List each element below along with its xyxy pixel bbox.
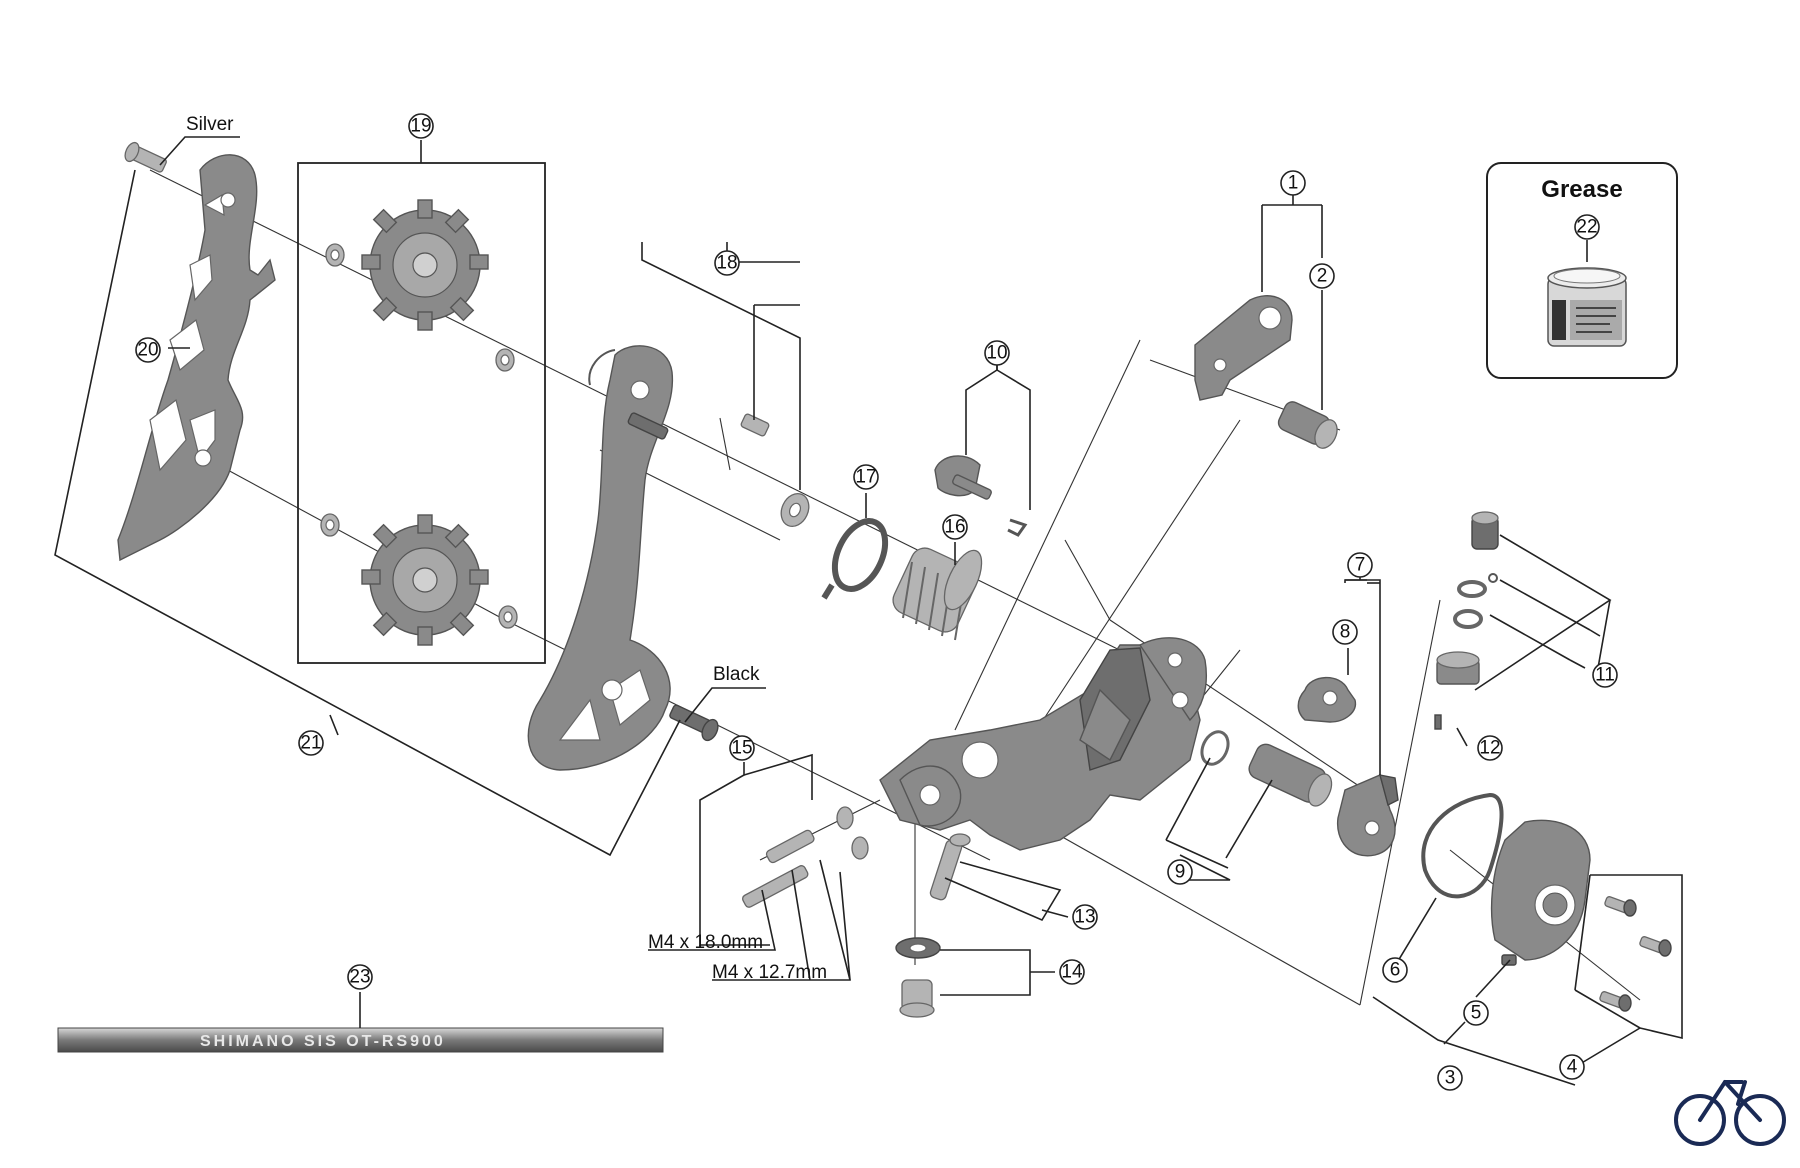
svg-text:9: 9 bbox=[1175, 862, 1186, 883]
callout-6: 6 bbox=[1382, 957, 1408, 983]
part-small-bushing bbox=[740, 413, 770, 437]
grease-box: Grease bbox=[1486, 162, 1678, 379]
bicycle-icon bbox=[1674, 1080, 1786, 1146]
svg-text:13: 13 bbox=[1074, 907, 1095, 928]
svg-text:21: 21 bbox=[300, 733, 321, 754]
part-clutch-cover bbox=[1490, 819, 1591, 966]
svg-text:10: 10 bbox=[986, 343, 1007, 364]
part-clutch-stack bbox=[1434, 511, 1499, 730]
callout-5: 5 bbox=[1463, 1000, 1489, 1026]
callout-21: 21 bbox=[298, 730, 324, 756]
part-black-bolt bbox=[669, 704, 719, 742]
callout-9: 9 bbox=[1167, 859, 1193, 885]
svg-text:20: 20 bbox=[137, 340, 158, 361]
part-gasket bbox=[1421, 792, 1504, 899]
callout-22: 22 bbox=[1574, 214, 1600, 240]
grease-title: Grease bbox=[1541, 176, 1622, 203]
label-silver: Silver bbox=[186, 114, 234, 135]
svg-text:2: 2 bbox=[1317, 266, 1328, 287]
part-inner-plate bbox=[527, 345, 674, 771]
cable-print: SHIMANO SIS OT-RS900 bbox=[200, 1033, 446, 1050]
svg-text:7: 7 bbox=[1355, 555, 1366, 576]
callout-12: 12 bbox=[1477, 735, 1503, 761]
svg-text:1: 1 bbox=[1288, 173, 1299, 194]
part-tension-spring bbox=[892, 547, 983, 641]
callout-16: 16 bbox=[942, 514, 968, 540]
callout-11: 11 bbox=[1592, 662, 1618, 688]
part-outer-plate bbox=[117, 154, 276, 562]
svg-text:23: 23 bbox=[349, 967, 370, 988]
svg-text:5: 5 bbox=[1471, 1003, 1482, 1024]
svg-text:15: 15 bbox=[731, 738, 752, 759]
callout-14: 14 bbox=[1059, 959, 1085, 985]
svg-text:3: 3 bbox=[1445, 1068, 1456, 1089]
callout-2: 2 bbox=[1309, 263, 1335, 289]
svg-text:16: 16 bbox=[944, 517, 965, 538]
part-cover-screws bbox=[1599, 896, 1672, 1012]
callout-8: 8 bbox=[1332, 619, 1358, 645]
grease-jar-icon bbox=[1547, 267, 1627, 347]
callout-20: 20 bbox=[135, 337, 161, 363]
callout-17: 17 bbox=[853, 464, 879, 490]
part-clutch-holder bbox=[1297, 676, 1357, 723]
part-stopper-pin bbox=[934, 455, 1028, 537]
svg-text:17: 17 bbox=[855, 467, 876, 488]
part-axle-unit bbox=[1200, 730, 1333, 807]
svg-text:19: 19 bbox=[410, 116, 431, 137]
svg-text:18: 18 bbox=[716, 253, 737, 274]
callout-13: 13 bbox=[1072, 904, 1098, 930]
leader-black bbox=[684, 687, 766, 723]
svg-text:8: 8 bbox=[1340, 622, 1351, 643]
callout-7: 7 bbox=[1347, 552, 1373, 578]
callout-19: 19 bbox=[408, 113, 434, 139]
callout-15: 15 bbox=[729, 735, 755, 761]
svg-text:6: 6 bbox=[1390, 960, 1401, 981]
callout-23: 23 bbox=[347, 964, 373, 990]
part-snap-ring bbox=[821, 518, 889, 600]
part-pivot-pin bbox=[929, 833, 971, 901]
svg-text:4: 4 bbox=[1567, 1057, 1578, 1078]
part-main-body bbox=[879, 637, 1207, 851]
callout-18: 18 bbox=[714, 250, 740, 276]
part-link-pins bbox=[742, 806, 869, 908]
part-mount-bolt bbox=[895, 937, 941, 1018]
leader-silver bbox=[159, 136, 240, 166]
svg-text:14: 14 bbox=[1061, 962, 1083, 983]
label-bolt-12: M4 x 12.7mm bbox=[712, 962, 827, 983]
svg-text:22: 22 bbox=[1576, 217, 1597, 238]
svg-text:12: 12 bbox=[1479, 738, 1500, 759]
callout-circles: 1 2 3 4 5 6 7 8 9 10 11 12 13 14 15 16 1… bbox=[135, 113, 1618, 1091]
part-bracket-axle bbox=[1194, 295, 1338, 449]
label-bolt-18: M4 x 18.0mm bbox=[648, 932, 763, 953]
callout-1: 1 bbox=[1280, 170, 1306, 196]
callout-4: 4 bbox=[1559, 1054, 1585, 1080]
callout-3: 3 bbox=[1437, 1065, 1463, 1091]
part-washer bbox=[780, 492, 810, 528]
callout-10: 10 bbox=[984, 340, 1010, 366]
part-silver-bolt bbox=[124, 141, 167, 173]
label-black: Black bbox=[713, 664, 760, 685]
svg-text:11: 11 bbox=[1595, 665, 1615, 686]
part-stabilizer-unit bbox=[1336, 774, 1399, 857]
part-shift-cable: SHIMANO SIS OT-RS900 bbox=[57, 1027, 664, 1053]
part-lower-pulley bbox=[320, 513, 518, 646]
part-upper-pulley bbox=[325, 199, 515, 372]
callout-leader-lines bbox=[54, 140, 1683, 1086]
